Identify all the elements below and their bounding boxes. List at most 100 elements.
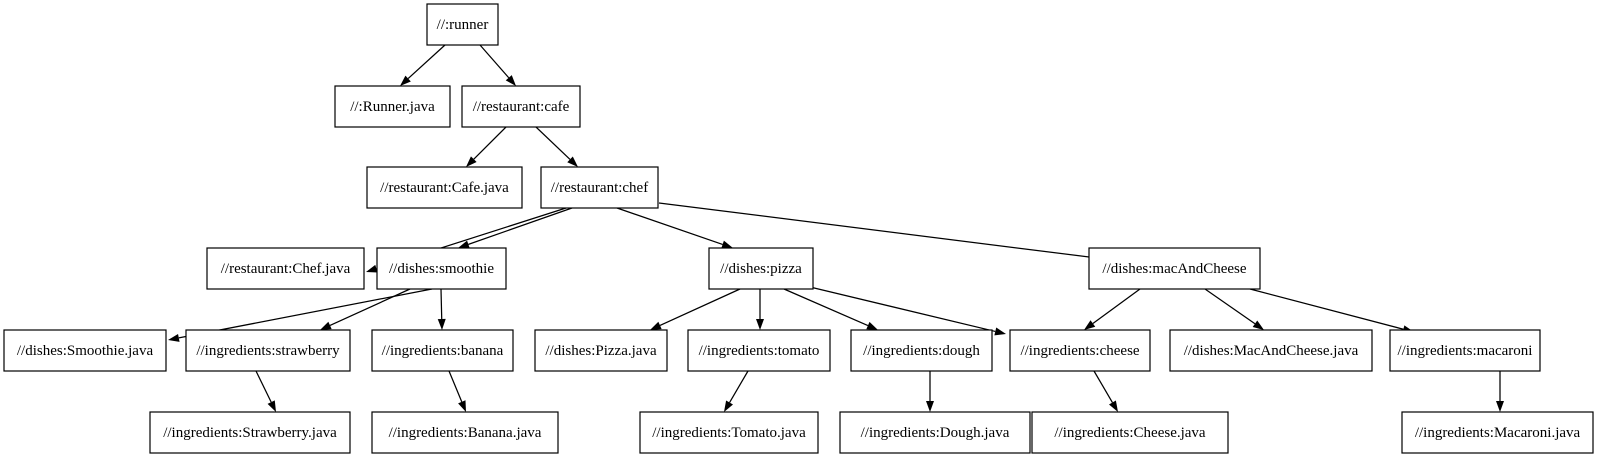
graph-node-box[interactable] [3,329,167,372]
graph-node-ingredients_strawberry_java[interactable]: //ingredients:Strawberry.java [149,411,351,454]
graph-node-box[interactable] [1389,329,1541,372]
graph-node-label: //:runner [437,17,489,33]
graph-edge: ingredients_dough -> ingredients_dough_j… [926,371,934,412]
graph-edge-line [1204,288,1256,325]
graph-node-ingredients_strawberry[interactable]: //ingredients:strawberry [185,329,351,372]
graph-node-box[interactable] [426,3,499,46]
graph-node-runner[interactable]: //:runner [426,3,499,46]
graph-node-box[interactable] [461,85,581,128]
graph-node-label: //dishes:Pizza.java [545,343,657,359]
graph-node-box[interactable] [687,329,831,372]
graph-node-box[interactable] [376,247,507,290]
graph-node-box[interactable] [371,329,514,372]
graph-node-ingredients_dough[interactable]: //ingredients:dough [850,329,993,372]
graph-node-box[interactable] [185,329,351,372]
graph-edge: dishes_smoothie -> ingredients_strawberr… [320,288,411,330]
graph-edge-line [535,126,571,160]
graph-edge: dishes_macandcheese -> dishes_macandchee… [1204,288,1264,330]
graph-edge-arrowhead [926,401,934,412]
graph-node-label: //dishes:macAndCheese [1102,261,1246,277]
graph-node-ingredients_banana[interactable]: //ingredients:banana [371,329,514,372]
graph-node-box[interactable] [540,166,659,209]
graph-node-dishes_smoothie[interactable]: //dishes:smoothie [376,247,507,290]
graph-node-ingredients_macaroni[interactable]: //ingredients:macaroni [1389,329,1541,372]
graph-edge-arrowhead [721,240,733,249]
graph-node-restaurant_chef_java[interactable]: //restaurant:Chef.java [206,247,365,290]
graph-edge-line [783,288,869,327]
graph-edge: dishes_macandcheese -> ingredients_chees… [1084,288,1141,330]
graph-edge-arrowhead [400,75,411,86]
graph-node-ingredients_cheese[interactable]: //ingredients:cheese [1009,329,1151,372]
graph-node-box[interactable] [850,329,993,372]
graph-node-label: //ingredients:Dough.java [861,425,1010,441]
graph-node-restaurant_cafe_java[interactable]: //restaurant:Cafe.java [366,166,523,209]
graph-edge-arrowhead [724,400,734,412]
graph-node-box[interactable] [534,329,668,372]
graph-node-box[interactable] [839,411,1031,454]
graph-node-dishes_pizza[interactable]: //dishes:pizza [708,247,814,290]
graph-edge: ingredients_tomato -> ingredients_tomato… [724,370,749,412]
graph-edge-line [448,370,463,403]
graph-edge: dishes_macandcheese -> ingredients_macar… [1249,288,1414,334]
graph-node-dishes_pizza_java[interactable]: //dishes:Pizza.java [534,329,668,372]
graph-node-label: //restaurant:Chef.java [221,261,351,277]
graph-edge: dishes_pizza -> ingredients_dough [783,288,878,330]
graph-node-ingredients_cheese_java[interactable]: //ingredients:Cheese.java [1031,411,1229,454]
graph-edge: runner -> runner_java [400,44,446,86]
graph-node-box[interactable] [334,85,451,128]
graph-node-label: //restaurant:Cafe.java [380,180,509,196]
graph-node-label: //ingredients:strawberry [196,343,340,359]
graph-edge-arrowhead [1084,320,1096,330]
graph-edge-arrowhead [1496,401,1504,412]
graph-edge-arrowhead [267,400,276,412]
graph-node-label: //ingredients:Cheese.java [1054,425,1206,441]
graph-edge-arrowhead [320,321,332,330]
graph-edge-line [255,370,272,403]
graph-node-label: //ingredients:Banana.java [389,425,542,441]
graph-node-ingredients_tomato[interactable]: //ingredients:tomato [687,329,831,372]
graph-node-box[interactable] [1031,411,1229,454]
graph-edge-line [1093,370,1113,403]
graph-edge-arrowhead [756,319,764,330]
graph-edge-line [1092,288,1141,325]
graph-node-runner_java[interactable]: //:Runner.java [334,85,451,128]
graph-node-label: //ingredients:macaroni [1398,343,1533,359]
graph-node-dishes_smoothie_java[interactable]: //dishes:Smoothie.java [3,329,167,372]
graph-node-box[interactable] [149,411,351,454]
graph-node-dishes_macandcheese[interactable]: //dishes:macAndCheese [1088,247,1261,290]
graph-node-box[interactable] [371,411,559,454]
graph-node-restaurant_chef[interactable]: //restaurant:chef [540,166,659,209]
graph-edge-line [329,288,411,327]
graph-node-ingredients_tomato_java[interactable]: //ingredients:Tomato.java [639,411,819,454]
graph-edge-line [407,44,446,80]
graph-edge: restaurant_chef -> dishes_smoothie [458,207,573,249]
graph-node-box[interactable] [366,166,523,209]
graph-edge: ingredients_strawberry -> ingredients_st… [255,370,276,412]
graph-node-dishes_macandcheese_java[interactable]: //dishes:MacAndCheese.java [1169,329,1373,372]
graph-edge-line [729,370,749,403]
graph-edge: restaurant_chef -> dishes_pizza [616,207,733,249]
graph-node-label: //restaurant:chef [551,180,648,196]
graph-node-label: //dishes:Smoothie.java [17,343,154,359]
graph-node-ingredients_dough_java[interactable]: //ingredients:Dough.java [839,411,1031,454]
graph-edge-line [468,207,573,245]
graph-edge: restaurant_cafe -> restaurant_chef [535,126,578,167]
graph-node-label: //ingredients:Tomato.java [652,425,806,441]
graph-node-box[interactable] [206,247,365,290]
graph-node-label: //ingredients:Strawberry.java [163,425,337,441]
graph-node-ingredients_macaroni_java[interactable]: //ingredients:Macaroni.java [1401,411,1594,454]
graph-node-box[interactable] [1401,411,1594,454]
graph-node-box[interactable] [1088,247,1261,290]
graph-node-box[interactable] [1009,329,1151,372]
graph-node-label: //dishes:MacAndCheese.java [1184,343,1359,359]
graph-node-box[interactable] [1169,329,1373,372]
graph-node-restaurant_cafe[interactable]: //restaurant:cafe [461,85,581,128]
graph-edge: restaurant_cafe -> restaurant_cafe_java [466,126,507,167]
graph-edge-line [809,286,996,333]
graph-node-label: //restaurant:cafe [473,99,570,115]
graph-edge-line [658,202,1103,260]
graph-node-ingredients_banana_java[interactable]: //ingredients:Banana.java [371,411,559,454]
graph-node-box[interactable] [708,247,814,290]
graph-edge: ingredients_macaroni -> ingredients_maca… [1496,371,1504,412]
graph-node-box[interactable] [639,411,819,454]
